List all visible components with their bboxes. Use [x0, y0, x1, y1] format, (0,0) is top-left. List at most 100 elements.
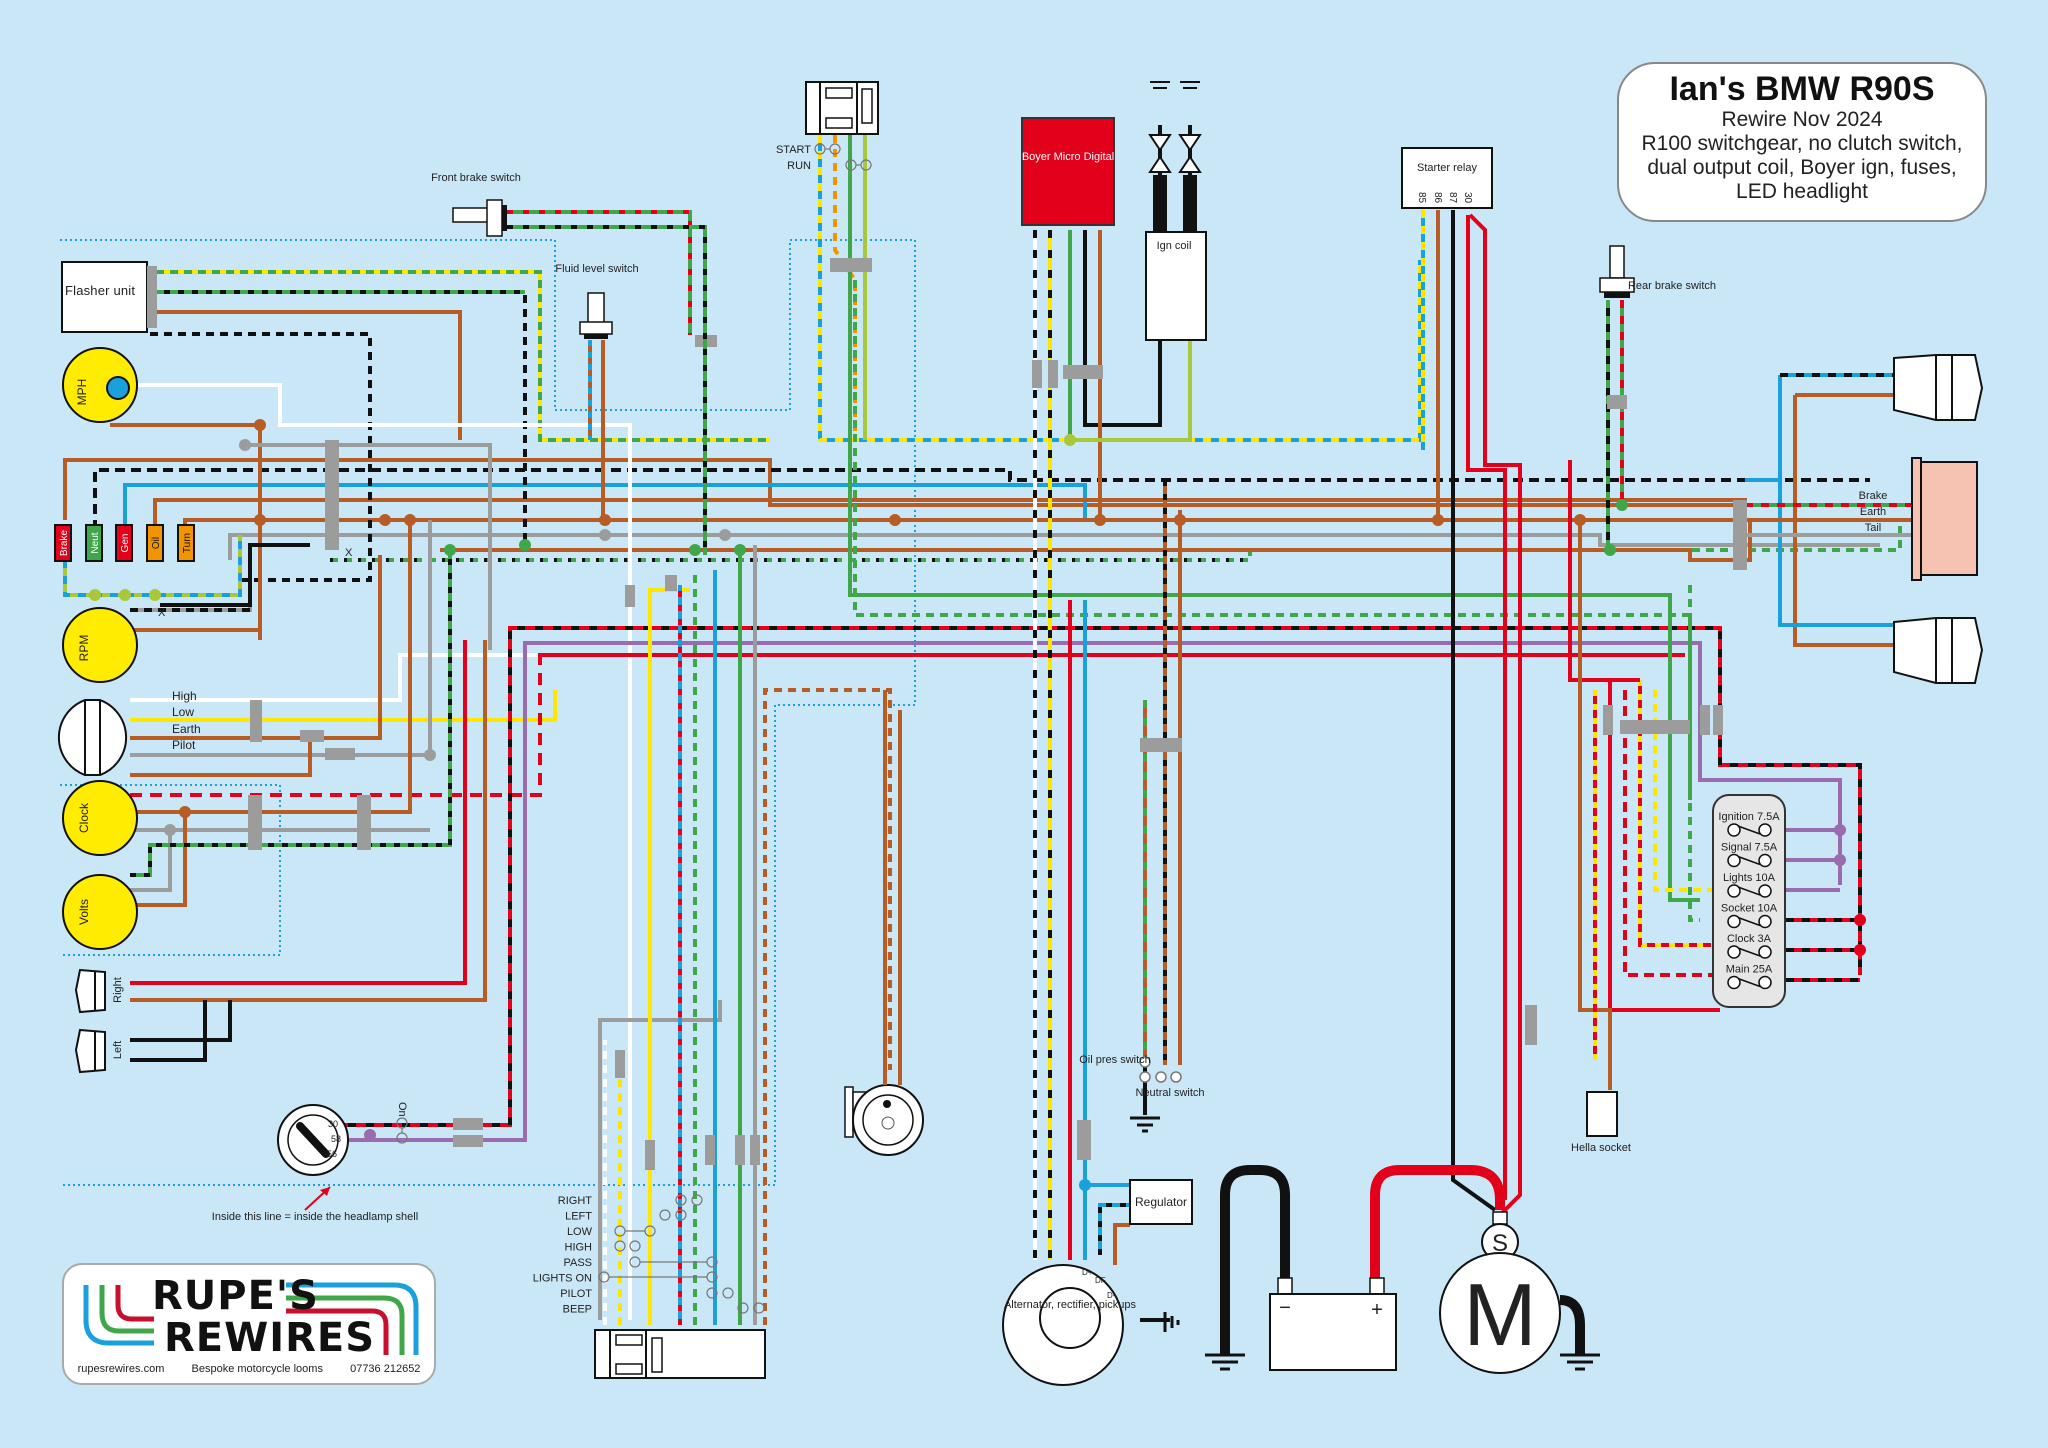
relay-pin-86: 86: [1432, 192, 1443, 204]
relay-pin-85: 85: [1416, 192, 1427, 204]
fuse-main[interactable]: Main 25A: [1726, 964, 1773, 990]
oil-pres-switch-label: Oil pres switch: [1079, 1054, 1151, 1066]
warning-light-gen[interactable]: Gen: [115, 524, 133, 562]
ignition-coil[interactable]: Ign coil: [1145, 231, 1207, 341]
logo-line-2: REWIRES: [164, 1315, 376, 1361]
battery-positive: +: [1371, 1299, 1383, 1321]
rear-brake-switch[interactable]: Rear brake switch: [1599, 245, 1716, 298]
battery[interactable]: − +: [1269, 1277, 1397, 1371]
front-brake-wire-1: [507, 210, 692, 335]
fuse-label: Clock 3A: [1727, 933, 1772, 945]
logo-tagline: Bespoke motorcycle looms: [191, 1363, 323, 1375]
fuse-signal[interactable]: Signal 7.5A: [1721, 842, 1778, 868]
subtitle-line-2: R100 switchgear, no clutch switch,: [1641, 132, 1963, 155]
logo-website[interactable]: rupesrewires.com: [77, 1363, 165, 1375]
title-box: Ian's BMW R90S Rewire Nov 2024 R100 swit…: [1617, 62, 1987, 222]
tail-wire-brake: Brake: [1859, 490, 1888, 502]
gauge-mph[interactable]: MPH: [62, 347, 138, 423]
switch-label-left: LEFT: [565, 1211, 592, 1223]
horn[interactable]: [844, 1084, 924, 1156]
gauge-clock[interactable]: Clock: [62, 780, 138, 856]
front-brake-switch[interactable]: Front brake switch: [431, 172, 521, 237]
headlight-wire-low: Low: [172, 705, 194, 719]
relay-pin-30: 30: [1462, 192, 1473, 204]
starter-motor[interactable]: S M: [1439, 1211, 1561, 1374]
headlamp-shell-boundary: [60, 239, 916, 1186]
neutral-switch-label: Neutral switch: [1135, 1087, 1204, 1099]
ign-coil-label: Ign coil: [1157, 240, 1192, 252]
fuse-label: Main 25A: [1726, 964, 1773, 976]
subtitle-line-3: dual output coil, Boyer ign, fuses,: [1647, 156, 1957, 179]
connector-blocks: [248, 258, 1747, 1170]
headlamp-note: Inside this line = inside the headlamp s…: [212, 1211, 418, 1223]
warning-light-neut[interactable]: Neut: [85, 524, 103, 562]
indicator-front-right[interactable]: Right: [74, 968, 124, 1014]
gauge-mph-label: MPH: [75, 379, 89, 406]
fuse-link: [1737, 977, 1761, 988]
fuse-clock[interactable]: Clock 3A: [1727, 933, 1772, 959]
fuse-socket[interactable]: Socket 10A: [1721, 903, 1778, 929]
fuse-rows: Ignition 7.5A Signal 7.5A Lights 10A Socket…: [1718, 811, 1780, 990]
headlight-wire-pilot: Pilot: [172, 738, 196, 752]
warning-light-turn-label: Turn: [182, 533, 193, 553]
fuse-ignition[interactable]: Ignition 7.5A: [1718, 811, 1780, 837]
ignition-switch[interactable]: 30 58 56: [277, 1104, 349, 1176]
alternator[interactable]: Alternator, rectifier, pickups D+ DF D-: [1002, 1264, 1137, 1386]
gauge-clock-label: Clock: [77, 802, 91, 833]
fuse-terminal: [1727, 853, 1741, 868]
earth-symbol-oil: [1130, 1116, 1160, 1133]
indicator-rear-right[interactable]: [1893, 354, 1984, 421]
ign-pin-30: 30: [328, 1119, 338, 1129]
alternator-pin-dminus: D-: [1107, 1291, 1116, 1300]
x-mark: X: [345, 547, 353, 559]
hella-socket-label: Hella socket: [1571, 1142, 1631, 1154]
fuse-lights[interactable]: Lights 10A: [1723, 872, 1776, 898]
gauge-volts-label: Volts: [77, 899, 91, 925]
fuse-terminal: [1727, 975, 1741, 990]
battery-negative: −: [1279, 1297, 1291, 1319]
earth-symbol-alternator: [1163, 1312, 1180, 1332]
switch-label-right: RIGHT: [558, 1195, 593, 1207]
gauge-volts[interactable]: Volts: [62, 874, 138, 950]
fuse-terminal: [1727, 823, 1741, 837]
horn-wires: [883, 690, 902, 1085]
neutral-switch[interactable]: Neutral switch: [1135, 1071, 1205, 1099]
warning-light-brake[interactable]: Brake: [54, 524, 72, 562]
rear-brake-switch-label: Rear brake switch: [1628, 280, 1716, 292]
warning-light-oil[interactable]: Oil: [146, 524, 164, 562]
tail-lamp[interactable]: [1911, 457, 1978, 581]
start-switch-housing[interactable]: [805, 81, 879, 135]
indicator-front-right-label: Right: [112, 977, 124, 1003]
boyer-ignition-unit[interactable]: Boyer Micro Digital: [1021, 117, 1115, 226]
regulator[interactable]: Regulator: [1129, 1179, 1193, 1225]
oil-pressure-switch[interactable]: Oil pres switch: [1079, 1054, 1151, 1083]
subtitle-line-4: LED headlight: [1736, 180, 1868, 203]
front-brake-wire-2-tracer: [507, 225, 707, 555]
gauge-rpm-label: RPM: [77, 635, 91, 662]
indicator-front-left[interactable]: Left: [74, 1028, 124, 1074]
front-brake-switch-label: Front brake switch: [431, 172, 521, 184]
switch-label-lights-on: LIGHTS ON: [533, 1273, 592, 1285]
x-mark-rpm: X: [158, 607, 166, 619]
fuse-terminal: [1758, 975, 1772, 990]
fuse-link: [1737, 947, 1761, 957]
indicator-rear-left[interactable]: [1893, 617, 1984, 684]
front-brake-wire-2: [507, 225, 707, 555]
headlight[interactable]: High Low Earth Pilot: [58, 689, 201, 776]
switch-label-low: LOW: [567, 1226, 593, 1238]
left-switch-housing[interactable]: [594, 1329, 766, 1379]
gauge-rpm[interactable]: RPM: [62, 607, 138, 683]
flasher-unit[interactable]: Flasher unit: [61, 261, 157, 333]
warning-light-turn[interactable]: Turn: [177, 524, 195, 562]
flasher-unit-label: Flasher unit: [65, 283, 135, 298]
start-contacts: [814, 143, 872, 171]
headlight-wire-earth: Earth: [172, 722, 201, 736]
fluid-level-switch[interactable]: Fluid level switch: [555, 263, 639, 339]
starter-relay[interactable]: Starter relay 85 86 87 30: [1401, 147, 1493, 209]
hella-socket[interactable]: Hella socket: [1571, 1091, 1631, 1154]
fuse-label: Lights 10A: [1723, 872, 1776, 884]
headlight-wire-high: High: [172, 689, 197, 703]
boyer-label: Boyer Micro Digital: [1022, 151, 1114, 163]
